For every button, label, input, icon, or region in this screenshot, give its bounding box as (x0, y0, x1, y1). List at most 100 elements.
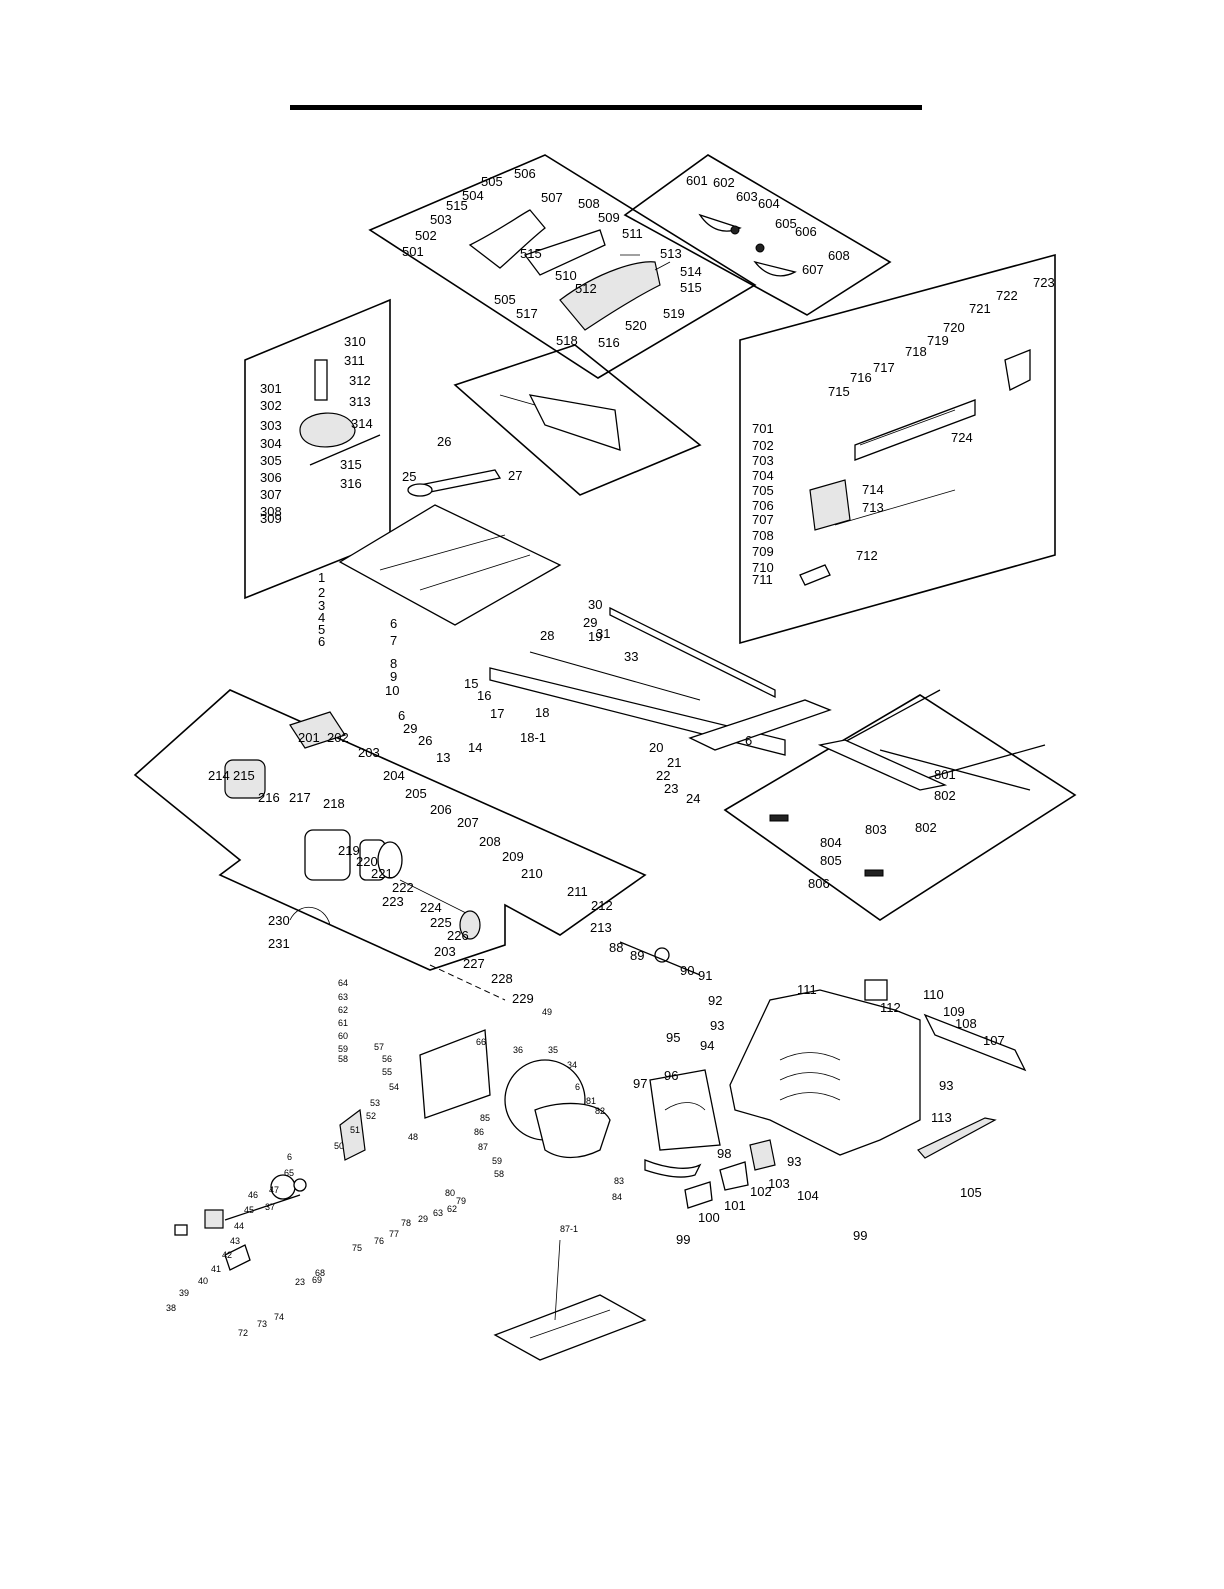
callout-table-26: 26 (418, 733, 432, 748)
callout-blade-guard-512: 512 (575, 281, 597, 296)
callout-arbor-51: 51 (350, 1125, 360, 1135)
callout-motor-212: 212 (591, 898, 613, 913)
callout-base-92: 92 (708, 993, 722, 1008)
callout-blade-guard-503: 503 (430, 212, 452, 227)
callout-arbor-69: 69 (312, 1275, 322, 1285)
callout-table-27: 27 (508, 468, 522, 483)
callout-blade-guard-515: 515 (680, 280, 702, 295)
callout-base-95: 95 (666, 1030, 680, 1045)
callout-fence-723: 723 (1033, 275, 1055, 290)
miter-gauge-panel (244, 298, 391, 600)
callout-table-29: 29 (583, 615, 597, 630)
callout-arbor-55: 55 (382, 1067, 392, 1077)
callout-table-18-1: 18-1 (520, 730, 546, 745)
callout-table-16: 16 (477, 688, 491, 703)
callout-blade-guard-506: 506 (514, 166, 536, 181)
stand-panel (723, 689, 1077, 921)
callout-motor-223: 223 (382, 894, 404, 909)
callout-motor-219: 219 (338, 843, 360, 858)
callout-table-2: 2 (318, 585, 325, 600)
callout-table-30: 30 (588, 597, 602, 612)
callout-fence-703: 703 (752, 453, 774, 468)
callout-stand-802: 802 (934, 788, 956, 803)
callout-fence-716: 716 (850, 370, 872, 385)
callout-arbor-81: 81 (586, 1096, 596, 1106)
callout-miter-302: 302 (260, 398, 282, 413)
callout-motor-220: 220 (356, 854, 378, 869)
callout-blade-guard-504: 504 (462, 188, 484, 203)
callout-fence-701: 701 (752, 421, 774, 436)
callout-miter-310: 310 (344, 334, 366, 349)
callout-fence-717: 717 (873, 360, 895, 375)
callout-table-21: 21 (667, 755, 681, 770)
callout-base-112: 112 (880, 1000, 901, 1015)
callout-motor-208: 208 (479, 834, 501, 849)
splitter-panel (453, 344, 702, 496)
callout-arbor-72: 72 (238, 1328, 248, 1338)
callout-arbor-61: 61 (338, 1018, 348, 1028)
callout-motor-226: 226 (447, 928, 469, 943)
callout-anti-kickback-602: 602 (713, 175, 735, 190)
callout-table-18: 18 (535, 705, 549, 720)
callout-fence-709: 709 (752, 544, 774, 559)
callout-table-5: 5 (318, 622, 325, 637)
callout-motor-201: 201 (298, 730, 320, 745)
callout-arbor-46: 46 (248, 1190, 258, 1200)
callout-arbor-57: 57 (374, 1042, 384, 1052)
callout-base-99: 99 (676, 1232, 690, 1247)
callout-base-91: 91 (698, 968, 712, 983)
callout-anti-kickback-608: 608 (828, 248, 850, 263)
callout-blade-guard-513: 513 (660, 246, 682, 261)
callout-arbor-50: 50 (334, 1141, 344, 1151)
callout-base-103: 103 (768, 1176, 790, 1191)
callout-blade-guard-501: 501 (402, 244, 424, 259)
callout-arbor-34: 34 (567, 1060, 577, 1070)
callout-fence-707: 707 (752, 512, 774, 527)
callout-blade-guard-508: 508 (578, 196, 600, 211)
callout-anti-kickback-601: 601 (686, 173, 708, 188)
callout-table-25: 25 (402, 469, 416, 484)
callout-arbor-35: 35 (548, 1045, 558, 1055)
callout-anti-kickback-607: 607 (802, 262, 824, 277)
callout-miter-314: 314 (351, 416, 373, 431)
callout-anti-kickback-603: 603 (736, 189, 758, 204)
callout-arbor-6: 6 (575, 1082, 580, 1092)
callout-base-90: 90 (680, 963, 694, 978)
callout-arbor-75: 75 (352, 1243, 362, 1253)
callout-table-4: 4 (318, 610, 325, 625)
callout-arbor-23: 23 (295, 1277, 305, 1287)
anti-kickback-panel (623, 154, 892, 316)
callout-motor-206: 206 (430, 802, 452, 817)
callout-motor-230: 230 (268, 913, 290, 928)
callout-motor-214: 214 (208, 768, 230, 783)
callout-arbor-86: 86 (474, 1127, 484, 1137)
callout-base-99: 99 (853, 1228, 867, 1243)
callout-arbor-84: 84 (612, 1192, 622, 1202)
callout-table-22: 22 (656, 768, 670, 783)
callout-fence-710: 710 (752, 560, 774, 575)
callout-arbor-38: 38 (166, 1303, 176, 1313)
callout-miter-306: 306 (260, 470, 282, 485)
callout-arbor-62: 62 (447, 1204, 457, 1214)
callout-arbor-65: 65 (284, 1168, 294, 1178)
base-housing (619, 941, 1027, 1209)
callout-table-17: 17 (490, 706, 504, 721)
callout-base-113: 113 (931, 1110, 952, 1125)
callout-anti-kickback-605: 605 (775, 216, 797, 231)
callout-motor-228: 228 (491, 971, 513, 986)
callout-base-88: 88 (609, 940, 623, 955)
callout-base-100: 100 (698, 1210, 720, 1225)
callout-table-8: 8 (390, 656, 397, 671)
callout-stand-801: 801 (934, 767, 956, 782)
title-rule (290, 105, 922, 110)
callout-fence-721: 721 (969, 301, 991, 316)
callout-fence-714: 714 (862, 482, 884, 497)
callout-motor-210: 210 (521, 866, 543, 881)
callout-stand-806: 806 (808, 876, 830, 891)
callout-blade-guard-517: 517 (516, 306, 538, 321)
callout-blade-guard-507: 507 (541, 190, 563, 205)
callout-table-26: 26 (437, 434, 451, 449)
callout-fence-724: 724 (951, 430, 973, 445)
